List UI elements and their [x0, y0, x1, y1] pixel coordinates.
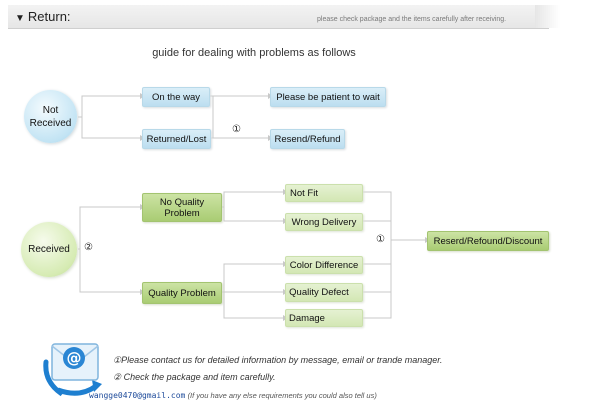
not-received-label: Not Received	[29, 104, 72, 129]
return-title-text: Return:	[27, 9, 71, 24]
result-node: Reserd/Refound/Discount	[427, 231, 549, 251]
not-received-node: Not Received	[24, 90, 77, 143]
received-node: Received	[21, 222, 77, 277]
no-quality-problem-node: No Quality Problem	[142, 193, 222, 222]
wait-label: Please be patient to wait	[276, 91, 380, 103]
guide-title: guide for dealing with problems as follo…	[0, 47, 600, 59]
contact-line-2: ② Check the package and item carefully.	[113, 372, 276, 382]
quality-problem-node: Quality Problem	[142, 282, 222, 304]
resend-refund-label: Resend/Refund	[274, 133, 341, 145]
quality-defect-node: Quality Defect	[285, 283, 363, 302]
damage-label: Damage	[289, 312, 325, 324]
header-fade	[535, 5, 560, 28]
svg-text:@: @	[67, 349, 82, 367]
resend-refund-node: Resend/Refund	[270, 129, 345, 149]
contact-line-1: ①Please contact us for detailed informat…	[113, 355, 443, 365]
email-line: wangge0470@gmail.com (If you have any el…	[89, 391, 377, 400]
damage-node: Damage	[285, 309, 363, 327]
returned-lost-label: Returned/Lost	[146, 133, 207, 145]
email-at-icon: @	[43, 343, 102, 397]
wrong-delivery-label: Wrong Delivery	[291, 216, 357, 228]
received-label: Received	[28, 244, 70, 255]
on-the-way-node: On the way	[142, 87, 210, 107]
triangle-down-icon: ▼	[15, 13, 25, 24]
wait-node: Please be patient to wait	[270, 87, 386, 107]
wrong-delivery-node: Wrong Delivery	[285, 213, 363, 231]
guide-title-text: guide for dealing with problems as follo…	[152, 47, 356, 59]
returned-lost-node: Returned/Lost	[142, 129, 211, 149]
step-number-1: ①	[232, 124, 241, 135]
return-header: ▼Return: please check package and the it…	[8, 5, 549, 29]
quality-defect-label: Quality Defect	[289, 287, 349, 298]
on-the-way-label: On the way	[151, 91, 201, 103]
step-number-2: ②	[84, 242, 93, 253]
email-note: (If you have any else requirements you c…	[187, 391, 377, 400]
no-quality-problem-label: No Quality Problem	[159, 196, 205, 219]
email-address[interactable]: wangge0470@gmail.com	[89, 391, 186, 400]
not-fit-node: Not Fit	[285, 184, 363, 202]
result-label: Reserd/Refound/Discount	[433, 235, 543, 247]
header-note: please check package and the items caref…	[317, 16, 507, 23]
quality-problem-label: Quality Problem	[148, 287, 216, 299]
color-difference-label: Color Difference	[289, 259, 359, 271]
curved-arrow-icon	[43, 359, 99, 397]
color-difference-node: Color Difference	[285, 256, 363, 274]
step-number-1-result: ①	[376, 234, 385, 245]
return-title: ▼Return:	[15, 9, 71, 24]
not-fit-label: Not Fit	[290, 187, 318, 199]
